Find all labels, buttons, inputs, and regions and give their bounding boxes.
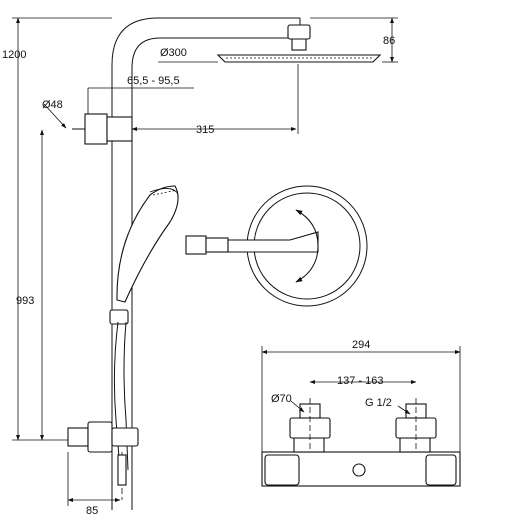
dimension-valve-centers: 137 - 163 xyxy=(309,375,417,387)
dimension-arm-length-label: 315 xyxy=(196,124,214,136)
mixer-front-view xyxy=(261,398,461,487)
dimension-handset-height-label: 993 xyxy=(16,295,34,307)
mixer-side-view xyxy=(67,421,139,500)
dimension-pipe-diameter: Ø48 xyxy=(42,99,67,129)
dimension-handset-height: 993 xyxy=(16,129,44,441)
dimension-head-diameter: Ø300 xyxy=(158,47,218,63)
dimension-connector-diameter: Ø70 xyxy=(271,393,305,413)
pipe-clamp xyxy=(72,113,133,325)
dimension-total-height: 1200 xyxy=(2,17,112,441)
dimension-valve-depth-label: 85 xyxy=(86,505,98,517)
dimension-valve-width: 294 xyxy=(261,339,461,452)
dimension-valve-depth: 85 xyxy=(67,452,121,517)
dimension-clamp-range: 65,5 - 95,5 xyxy=(87,75,194,114)
dimension-connector-diameter-label: Ø70 xyxy=(271,393,292,405)
dimension-head-diameter-label: Ø300 xyxy=(160,47,187,59)
dimension-valve-width-label: 294 xyxy=(352,339,370,351)
dimension-thread: G 1/2 xyxy=(365,397,411,415)
dimension-valve-centers-label: 137 - 163 xyxy=(337,375,383,387)
dimension-pipe-diameter-label: Ø48 xyxy=(42,99,63,111)
rain-shower-head xyxy=(216,24,382,63)
dimension-head-height-label: 86 xyxy=(383,35,395,47)
swivel-detail xyxy=(185,185,368,307)
dimension-clamp-range-label: 65,5 - 95,5 xyxy=(127,75,180,87)
dimension-arm-length: 315 xyxy=(131,64,299,136)
dimension-total-height-label: 1200 xyxy=(2,49,26,61)
hand-shower xyxy=(113,185,179,471)
dimension-thread-label: G 1/2 xyxy=(365,397,392,409)
dimension-head-height: 86 xyxy=(310,17,398,63)
